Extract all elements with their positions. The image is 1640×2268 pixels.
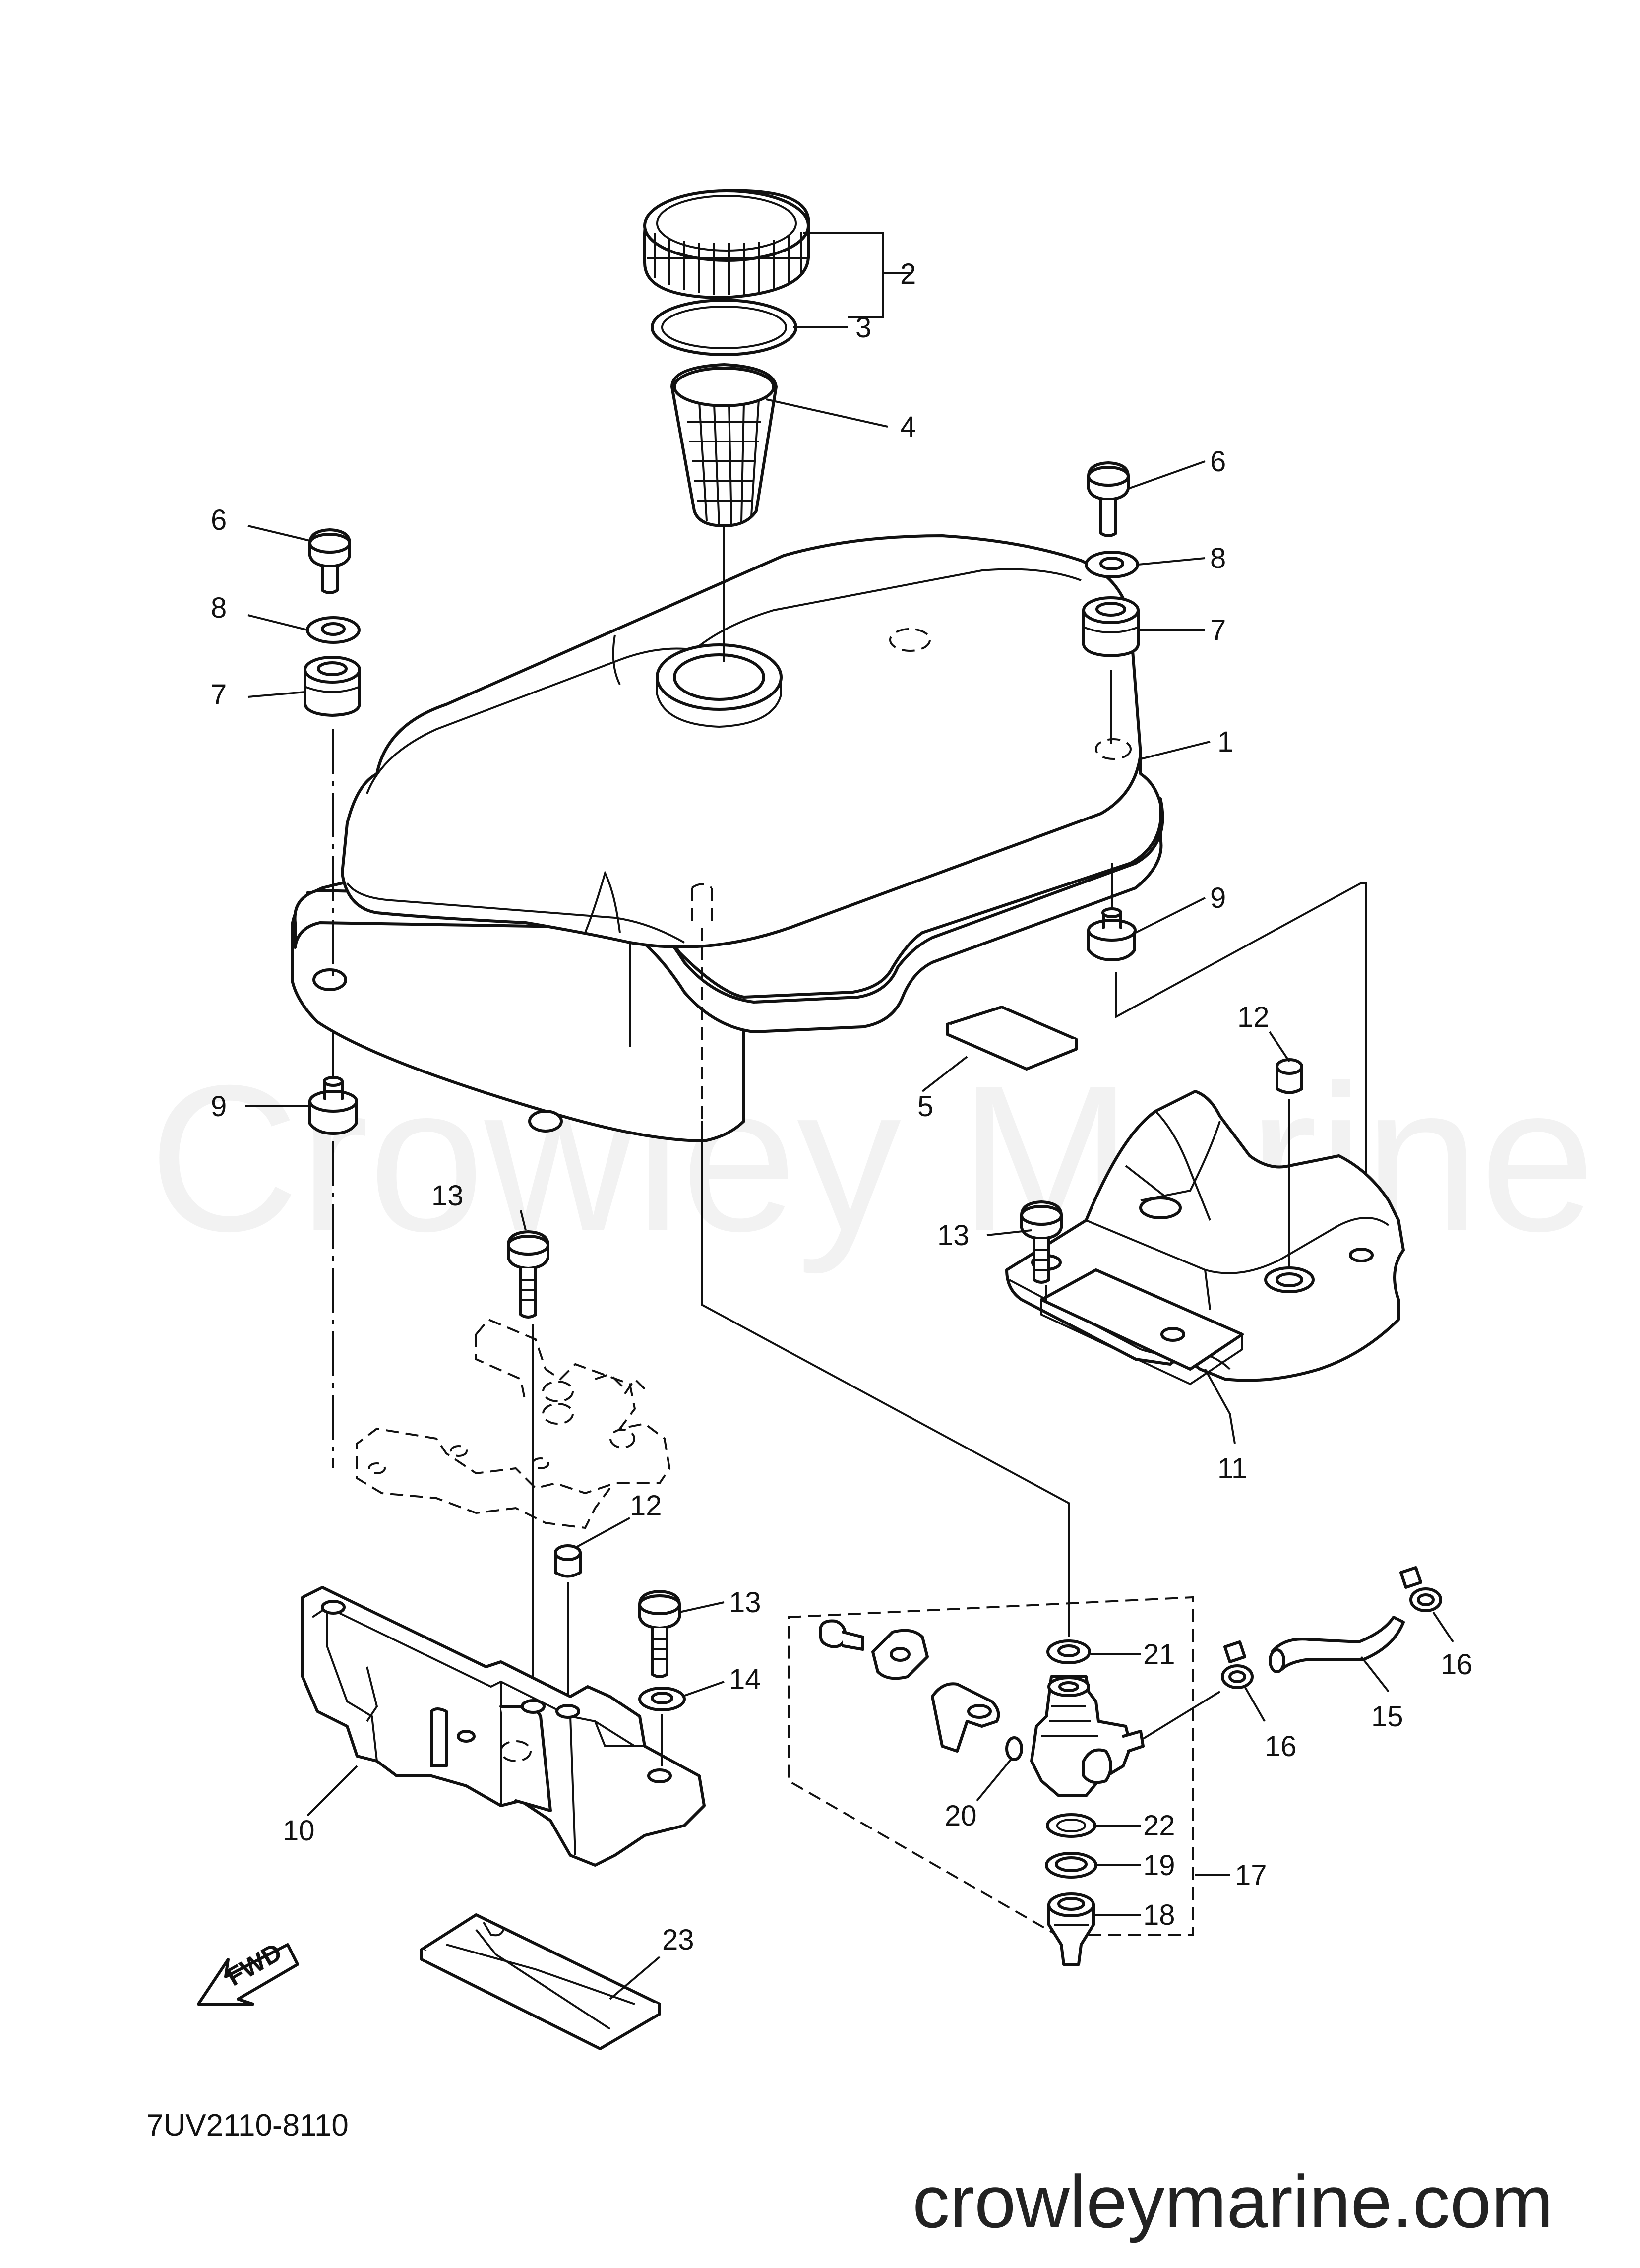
- rubber-pad[interactable]: [946, 1006, 1078, 1071]
- washer-left-8[interactable]: [306, 616, 361, 644]
- o-ring-20[interactable]: [1005, 1736, 1023, 1761]
- callout-20: 20: [945, 1800, 977, 1832]
- fuel-strainer[interactable]: [670, 363, 778, 527]
- callout-13-lower: 13: [729, 1586, 761, 1619]
- washer-right-8[interactable]: [1085, 551, 1139, 578]
- callout-4: 4: [900, 411, 916, 443]
- screw-small[interactable]: [819, 1619, 864, 1651]
- clip-16a[interactable]: [1221, 1640, 1254, 1689]
- callout-1: 1: [1217, 726, 1233, 758]
- callout-13-upper: 13: [431, 1180, 464, 1212]
- bolt-13-lower[interactable]: [638, 1590, 681, 1678]
- callout-13-right: 13: [937, 1219, 970, 1252]
- callout-10: 10: [283, 1815, 315, 1847]
- callout-14: 14: [729, 1663, 761, 1696]
- callout-3: 3: [855, 312, 871, 344]
- grommet-left-7[interactable]: [304, 656, 361, 717]
- bolt-right-6[interactable]: [1087, 461, 1130, 537]
- callout-17: 17: [1235, 1859, 1267, 1891]
- callout-labels: 2 3 4 6 8 7 1 9 6 8 7 9 5 12 13 13 11 12…: [211, 258, 1473, 1956]
- strainer-22[interactable]: [1046, 1813, 1096, 1838]
- collar-right-9[interactable]: [1087, 907, 1137, 961]
- cap-gasket[interactable]: [651, 299, 797, 356]
- website-label: crowleymarine.com: [912, 2160, 1553, 2243]
- callout-9-left: 9: [211, 1090, 227, 1123]
- callout-5: 5: [917, 1090, 933, 1123]
- tank-support-bracket[interactable]: [301, 1586, 706, 1867]
- part-code: 7UV2110-8110: [146, 2108, 349, 2142]
- cock-lever[interactable]: [931, 1682, 1000, 1753]
- callout-6-left: 6: [211, 504, 227, 536]
- fwd-direction-arrow: FWD: [197, 1938, 299, 2006]
- callout-15: 15: [1371, 1701, 1403, 1733]
- fuel-tank[interactable]: [291, 534, 1164, 1142]
- bolt-13-right[interactable]: [1020, 1200, 1063, 1284]
- leader-lines: [245, 232, 1454, 2000]
- rubber-mat[interactable]: [420, 1913, 661, 2050]
- fuel-hose[interactable]: [1269, 1616, 1405, 1673]
- callout-7-right: 7: [1210, 614, 1226, 646]
- callout-16-left: 16: [1265, 1730, 1297, 1763]
- callout-12-right: 12: [1237, 1001, 1270, 1033]
- engine-mount-ghost: [356, 1318, 671, 1529]
- clip-16b[interactable]: [1399, 1566, 1442, 1612]
- washer-21[interactable]: [1046, 1639, 1091, 1664]
- gasket-19[interactable]: [1045, 1852, 1097, 1879]
- callout-8-left: 8: [211, 592, 227, 624]
- callout-19: 19: [1143, 1849, 1175, 1882]
- callout-2: 2: [900, 258, 916, 290]
- callout-9-right: 9: [1210, 882, 1226, 914]
- grommet-right-12[interactable]: [1276, 1058, 1303, 1094]
- callout-12-left: 12: [630, 1490, 662, 1522]
- grommet-right-7[interactable]: [1082, 596, 1140, 657]
- callout-16-right: 16: [1441, 1648, 1473, 1681]
- collar-left-9[interactable]: [308, 1076, 358, 1135]
- grommet-left-12[interactable]: [554, 1544, 582, 1578]
- callout-23: 23: [662, 1924, 694, 1956]
- bolt-left-6[interactable]: [308, 528, 351, 594]
- bolt-13-upper[interactable]: [507, 1230, 549, 1319]
- callout-6-right: 6: [1210, 445, 1226, 478]
- tank-bracket-plate[interactable]: [1005, 1090, 1405, 1386]
- callout-7-left: 7: [211, 679, 227, 711]
- plate-flange[interactable]: [871, 1629, 929, 1680]
- washer-14[interactable]: [638, 1687, 686, 1711]
- callout-21: 21: [1143, 1638, 1175, 1671]
- cup-18[interactable]: [1047, 1892, 1095, 1966]
- fuel-cock-group-outline: [788, 1596, 1194, 1936]
- callout-11: 11: [1217, 1452, 1247, 1485]
- fuel-cock-body[interactable]: [1030, 1675, 1145, 1797]
- fuel-cap[interactable]: [643, 189, 810, 299]
- callout-8-right: 8: [1210, 542, 1226, 574]
- callout-22: 22: [1143, 1810, 1175, 1842]
- callout-18: 18: [1143, 1899, 1175, 1931]
